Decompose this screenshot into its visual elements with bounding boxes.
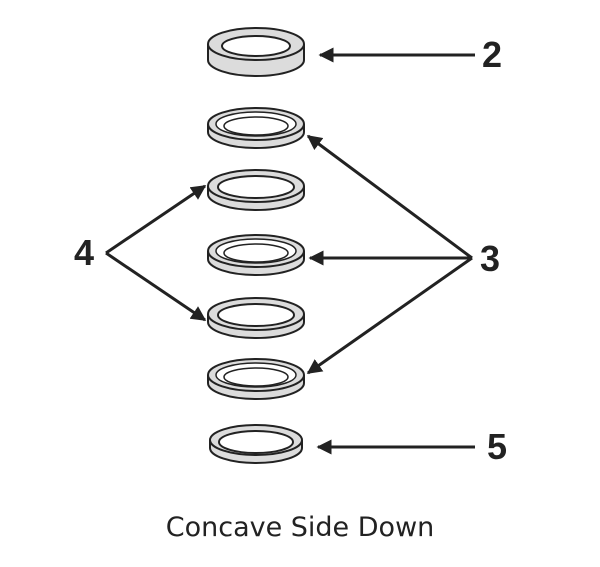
- ring-part-5: [209, 424, 303, 464]
- arrow-4-lower: [105, 251, 207, 322]
- callout-label-3: 3: [480, 238, 500, 279]
- seal-part-3-lower: [207, 358, 305, 400]
- seal-part-3-middle: [207, 234, 305, 276]
- seal-part-3-upper: [207, 107, 305, 149]
- arrow-3-lower: [306, 256, 473, 375]
- callout-label-5: 5: [487, 426, 507, 467]
- arrow-4-upper: [105, 184, 207, 255]
- arrow-3-upper: [306, 134, 473, 260]
- callout-label-4: 4: [74, 232, 94, 273]
- washer-part-2: [207, 27, 305, 77]
- ring-part-4-upper: [207, 169, 305, 211]
- ring-part-4-lower: [207, 297, 305, 339]
- diagram-caption: Concave Side Down: [166, 512, 435, 543]
- callout-label-2: 2: [482, 34, 502, 75]
